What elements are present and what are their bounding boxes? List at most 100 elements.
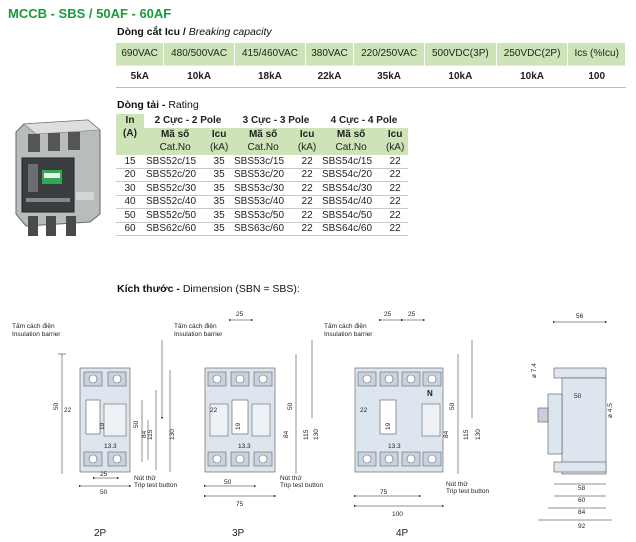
rating-cell: 22 — [382, 195, 408, 209]
trip-label-3p-vn: Nút thử — [280, 474, 302, 482]
trip-label-3p-en: Trip test button — [280, 482, 323, 489]
col-in: In — [116, 114, 144, 128]
dimension-value: 25 — [384, 311, 392, 318]
dimension-value: 92 — [578, 523, 586, 530]
dimension-value: 50 — [224, 479, 232, 486]
bc-header: 380VAC — [305, 43, 355, 65]
dimension-value: 22 — [64, 407, 72, 414]
dimension-value: 50 — [449, 402, 456, 410]
trip-label-4p-vn: Nút thử — [446, 480, 468, 488]
icu-2p: Icu — [206, 127, 232, 141]
rating-cell: SBS54c/20 — [319, 168, 383, 182]
dimension-value: 50 — [53, 402, 60, 410]
rating-cell: 50 — [116, 208, 144, 223]
dimension-value: 19 — [235, 422, 242, 430]
ma-so-3p: Mã số — [231, 127, 295, 141]
dimension-title: Kích thước - Dimension (SBN = SBS): — [117, 283, 300, 295]
barrier-label-2p-vn: Tấm cách điện — [12, 321, 55, 330]
dimension-value: 13.3 — [104, 443, 117, 450]
bc-header: Ics (%Icu) — [567, 43, 626, 65]
rating-cell: SBS54c/15 — [319, 154, 383, 169]
dimension-value: 75 — [380, 489, 388, 496]
title-prefix: MCCB - — [8, 6, 59, 21]
rating-title-en: Rating — [168, 99, 199, 111]
rating-cell: 35 — [206, 222, 232, 236]
dimension-title-vn: Kích thước - — [117, 283, 183, 295]
ka-2p: (kA) — [206, 141, 232, 155]
rating-cell: SBS53c/15 — [231, 154, 295, 169]
dimension-value: 25 — [236, 311, 244, 318]
rating-title-vn: Dòng tải - — [117, 99, 169, 111]
dimension-title-en: Dimension (SBN = SBS): — [182, 283, 300, 295]
rating-cell: 35 — [206, 195, 232, 209]
title-series: SBS / 50AF - 60AF — [58, 6, 172, 21]
rating-table: In 2 Cực - 2 Pole 3 Cực - 3 Pole 4 Cực -… — [116, 114, 408, 236]
dimension-value: 56 — [576, 313, 584, 320]
bc-header: 415/460VAC — [234, 43, 306, 65]
dimension-value: 130 — [169, 429, 176, 440]
neutral-mark: N — [427, 389, 433, 398]
barrier-label-3p-vn: Tấm cách điện — [174, 321, 217, 330]
rating-cell: SBS62c/60 — [144, 222, 207, 236]
dimension-value: 115 — [463, 429, 470, 440]
dimension-value: 84 — [283, 430, 290, 438]
dimension-value: 25 — [408, 311, 416, 318]
barrier-label-4p-en: Insulation barrier — [324, 331, 373, 338]
icu-4p: Icu — [382, 127, 408, 141]
breaking-title-en: Breaking capacity — [188, 26, 272, 38]
bc-value: 18kA — [234, 64, 306, 88]
bc-header: 480/500VAC — [163, 43, 236, 65]
rating-title: Dòng tải - Rating — [117, 99, 199, 111]
dimension-value: 22 — [210, 407, 218, 414]
dimension-value: 60 — [578, 497, 586, 504]
bc-value: 10kA — [496, 64, 568, 88]
trip-label-2p-en: Trip test button — [134, 482, 177, 489]
dimension-value: 22 — [360, 407, 368, 414]
bc-header: 250VDC(2P) — [496, 43, 569, 65]
rating-cell: SBS52c/50 — [144, 208, 207, 223]
dimension-value: 100 — [392, 511, 403, 518]
rating-cell: SBS64c/60 — [319, 222, 383, 236]
rating-cell: 22 — [294, 181, 320, 196]
bc-value: 10kA — [424, 64, 497, 88]
rating-cell: SBS54c/40 — [319, 195, 383, 209]
cat-no-2p: Cat.No — [144, 141, 207, 155]
rating-cell: SBS52c/15 — [144, 154, 207, 169]
rating-cell: 30 — [116, 181, 144, 196]
cat-no-3p: Cat.No — [231, 141, 295, 155]
label-2p: 2P — [94, 528, 107, 539]
rating-cell: 35 — [206, 181, 232, 196]
dimension-value: 130 — [313, 429, 320, 440]
breaker-photo — [15, 119, 101, 236]
dimension-value: 115 — [303, 429, 310, 440]
bc-value: 5kA — [116, 64, 164, 88]
dimension-value: 50 — [100, 489, 108, 496]
bc-value: 22kA — [305, 64, 354, 88]
rating-cell: 22 — [382, 208, 408, 223]
rating-cell: 22 — [294, 154, 320, 169]
rating-cell: SBS52c/20 — [144, 168, 207, 182]
col-a: (A) — [116, 127, 144, 155]
dimension-value: 84 — [141, 430, 148, 438]
dimension-value: 13.3 — [238, 443, 251, 450]
dimension-value: ø 7.4 — [531, 363, 538, 378]
bc-value: 10kA — [163, 64, 235, 88]
dimension-value: 50 — [574, 393, 582, 400]
dimension-value: 84 — [578, 509, 586, 516]
dimension-value: 130 — [475, 429, 482, 440]
rating-cell: SBS63c/60 — [231, 222, 295, 236]
bc-value: 100 — [567, 64, 626, 88]
rating-cell: 40 — [116, 195, 144, 209]
ka-3p: (kA) — [294, 141, 320, 155]
rating-cell: SBS54c/50 — [319, 208, 383, 223]
rating-cell: SBS54c/30 — [319, 181, 383, 196]
dimension-value: 75 — [236, 501, 244, 508]
dimension-value: 50 — [287, 402, 294, 410]
label-3p: 3P — [232, 528, 245, 539]
